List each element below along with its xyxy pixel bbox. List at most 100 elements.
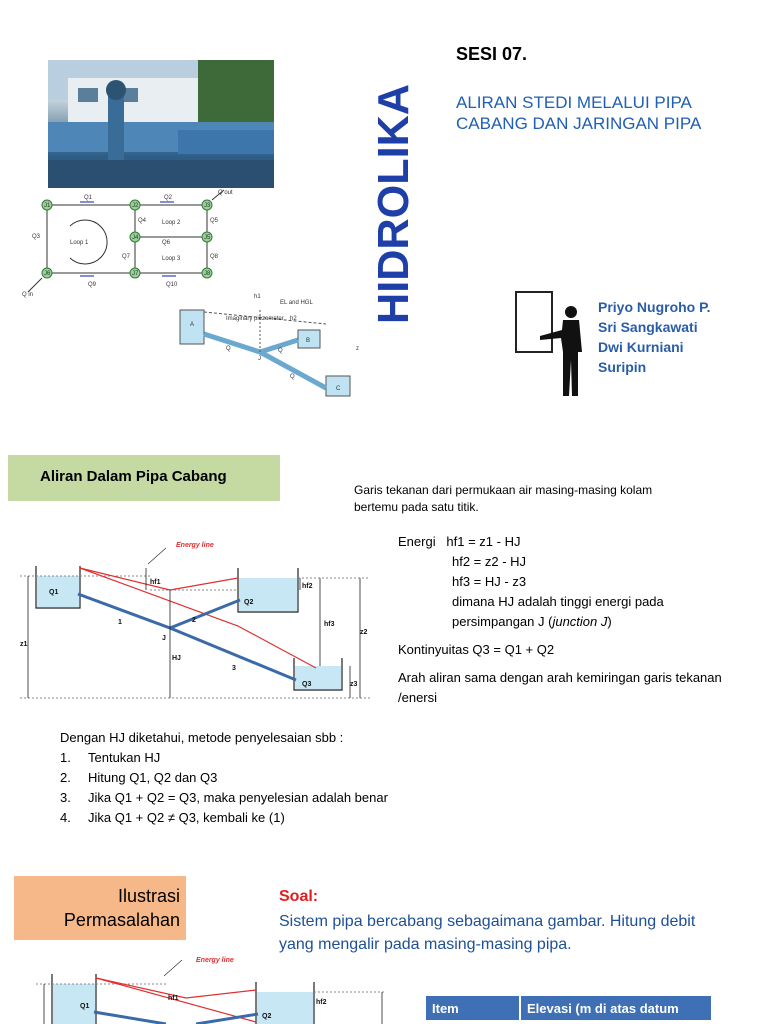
step-number: 2. — [60, 768, 88, 788]
section2-title: Ilustrasi Permasalahan — [14, 876, 186, 940]
presenter-icon — [514, 290, 589, 400]
course-title: ALIRAN STEDI MELALUI PIPA CABANG DAN JAR… — [456, 92, 746, 134]
problem-text: Sistem pipa bercabang sebagaimana gambar… — [279, 910, 719, 956]
step-item: 2.Hitung Q1, Q2 dan Q3 — [60, 768, 460, 788]
continuity-equation: Kontinyuitas Q3 = Q1 + Q2 — [398, 640, 748, 660]
junction-note-text: persimpangan J ( — [452, 614, 552, 629]
flow-label: Q1 — [84, 195, 93, 201]
figure-label: EL and HGL — [280, 300, 313, 306]
flow-label: Q8 — [210, 254, 219, 260]
flow-label: Q6 — [162, 240, 171, 246]
solution-method: Dengan HJ diketahui, metode penyelesaian… — [60, 728, 460, 828]
loop-label: Loop 2 — [162, 220, 181, 226]
three-reservoir-figure: A B C EL and HGL Imaginary piezometer J … — [150, 290, 368, 402]
hf2-label: hf2 — [302, 583, 313, 590]
figure-label: Q — [278, 348, 283, 354]
q3-label: Q3 — [302, 681, 311, 688]
method-intro: Dengan HJ diketahui, metode penyelesaian… — [60, 728, 460, 748]
inflow-label: Q in — [22, 292, 33, 298]
flow-label: Q7 — [122, 254, 131, 260]
valve-photo — [48, 60, 274, 188]
flow-label: Q10 — [166, 282, 178, 288]
section2-title-line2: Permasalahan — [14, 908, 180, 932]
step-item: 3.Jika Q1 + Q2 = Q3, maka penyelesian ad… — [60, 788, 460, 808]
node-label: J3 — [204, 203, 211, 209]
reservoir-label: A — [190, 322, 194, 328]
node-label: J8 — [204, 271, 211, 277]
figure-label: J — [258, 356, 261, 362]
node-label: J5 — [204, 235, 211, 241]
z1-label: z1 — [20, 641, 28, 648]
loop-label: Loop 3 — [162, 256, 181, 262]
flow-label: Q4 — [138, 218, 147, 224]
section1-title: Aliran Dalam Pipa Cabang — [8, 455, 280, 501]
flow-label: Q2 — [164, 195, 173, 201]
table-header: Elevasi (m di atas datum — [520, 996, 712, 1020]
author-list: Priyo Nugroho P. Sri Sangkawati Dwi Kurn… — [598, 297, 711, 377]
node-label: J2 — [132, 203, 139, 209]
figure-label: h2 — [290, 316, 297, 322]
junction-note-emphasis: junction J — [552, 614, 607, 629]
flow-label: Q3 — [32, 234, 41, 240]
flow-direction-note: Arah aliran sama dengan arah kemiringan … — [398, 668, 738, 708]
q2-label: Q2 — [244, 599, 253, 606]
problem-figure: Energy line Q1 Q2 hf1 hf2 — [36, 952, 396, 1024]
step-text: Jika Q1 + Q2 ≠ Q3, kembali ke (1) — [88, 808, 285, 828]
reservoir-label: B — [306, 338, 310, 344]
equation-hf3: hf3 = HJ - z3 — [398, 572, 748, 592]
hj-label: HJ — [172, 655, 181, 662]
figure-label: Q — [290, 374, 295, 380]
node-label: J6 — [44, 271, 51, 277]
section1-intro: Garis tekanan dari permukaan air masing-… — [354, 482, 694, 516]
author-name: Suripin — [598, 357, 711, 377]
step-item: 4.Jika Q1 + Q2 ≠ Q3, kembali ke (1) — [60, 808, 460, 828]
step-number: 1. — [60, 748, 88, 768]
figure-label: h1 — [254, 294, 261, 300]
author-name: Dwi Kurniani — [598, 337, 711, 357]
step-text: Jika Q1 + Q2 = Q3, maka penyelesian adal… — [88, 788, 388, 808]
node-label: J7 — [132, 271, 139, 277]
session-label: SESI 07. — [456, 44, 527, 65]
step-number: 3. — [60, 788, 88, 808]
branched-pipe-figure: Energy line Q1 Q2 Q3 hf1 hf2 hf3 z1 z2 z… — [20, 536, 370, 704]
junction-label: J — [162, 635, 166, 642]
subject-title: HIDROLIKA — [370, 80, 420, 330]
hf2-label: hf2 — [316, 999, 327, 1006]
elevation-table: Item Elevasi (m di atas datum — [426, 996, 713, 1020]
equation-hf1: hf1 = z1 - HJ — [446, 534, 520, 549]
problem-label: Soal: — [279, 888, 318, 906]
z3-label: z3 — [350, 681, 358, 688]
flow-label: Q5 — [210, 218, 219, 224]
step-item: 1.Tentukan HJ — [60, 748, 460, 768]
step-text: Tentukan HJ — [88, 748, 160, 768]
hf1-label: hf1 — [150, 579, 161, 586]
energy-line-label: Energy line — [196, 957, 234, 964]
pipe-label: 2 — [192, 617, 196, 624]
pipe-network-diagram: J1 J2 J3 J4 J5 J6 J7 J8 Q1 Q2 Q3 Q4 Q5 Q… — [20, 186, 240, 300]
hf1-label: hf1 — [168, 995, 179, 1002]
step-number: 4. — [60, 808, 88, 828]
q1-label: Q1 — [80, 1003, 89, 1010]
flow-label: Q9 — [88, 282, 97, 288]
node-label: J1 — [44, 203, 51, 209]
author-name: Priyo Nugroho P. — [598, 297, 711, 317]
loop-label: Loop 1 — [70, 240, 89, 246]
q1-label: Q1 — [49, 589, 58, 596]
figure-label: Q — [226, 346, 231, 352]
figure-label: z — [356, 346, 359, 352]
reservoir-label: C — [336, 386, 341, 392]
figure-label: Imaginary piezometer — [226, 316, 284, 322]
author-name: Sri Sangkawati — [598, 317, 711, 337]
node-label: J4 — [132, 235, 139, 241]
energy-equations: Energi hf1 = z1 - HJ hf2 = z2 - HJ hf3 =… — [398, 532, 748, 708]
section2-title-line1: Ilustrasi — [14, 884, 180, 908]
energy-label: Energi — [398, 534, 436, 549]
pipe-label: 1 — [118, 619, 122, 626]
junction-note: persimpangan J (junction J) — [398, 612, 748, 632]
energy-line-label: Energy line — [176, 542, 214, 549]
junction-note-close: ) — [607, 614, 611, 629]
hf3-label: hf3 — [324, 621, 335, 628]
q2-label: Q2 — [262, 1013, 271, 1020]
equation-hf2: hf2 = z2 - HJ — [398, 552, 748, 572]
subject-title-text: HIDROLIKA — [370, 84, 418, 324]
